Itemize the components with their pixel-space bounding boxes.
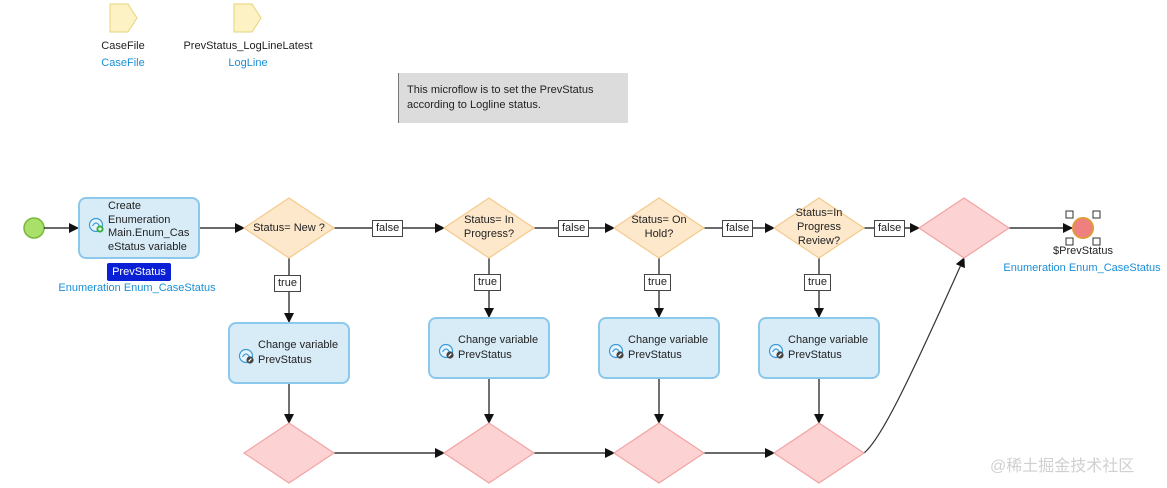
start-event[interactable] <box>23 217 45 239</box>
merge-final[interactable] <box>917 197 1011 259</box>
decision-status-in-progress-review[interactable] <box>772 197 866 259</box>
decision-status-on-hold[interactable] <box>612 197 706 259</box>
end-return-type: Enumeration Enum_CaseStatus <box>1003 262 1161 274</box>
create-line-2: Enumeration <box>108 213 171 226</box>
annotation-note[interactable]: This microflow is to set the PrevStatus … <box>398 73 628 123</box>
true-label-4[interactable]: true <box>804 274 831 291</box>
true-label-3[interactable]: true <box>644 274 671 291</box>
selection-handle-bl[interactable] <box>1065 237 1074 246</box>
casefile-parameter-type: CaseFile <box>101 57 145 69</box>
create-variable-icon <box>88 217 104 233</box>
change-variable-icon <box>768 343 784 359</box>
decision-status-new[interactable] <box>242 197 336 259</box>
change-variable-icon <box>238 348 254 364</box>
true-label-2[interactable]: true <box>474 274 501 291</box>
logline-parameter-icon[interactable] <box>233 3 262 33</box>
create-line-3: Main.Enum_Cas <box>108 227 190 239</box>
merge-3[interactable] <box>612 422 706 484</box>
true-label-1[interactable]: true <box>274 275 301 292</box>
decision-status-in-progress[interactable] <box>442 197 536 259</box>
create-line-4: eStatus variable <box>108 240 187 253</box>
output-variable-badge[interactable]: PrevStatus <box>107 263 171 281</box>
change-variable-icon <box>608 343 624 359</box>
merge-1[interactable] <box>242 422 336 484</box>
end-return-value: $PrevStatus <box>1053 245 1113 257</box>
casefile-parameter-name: CaseFile <box>101 40 145 52</box>
false-label-4[interactable]: false <box>874 220 906 237</box>
annotation-line-2: according to Logline status. <box>407 99 541 111</box>
selection-handle-tl[interactable] <box>1065 210 1074 219</box>
selection-handle-tr[interactable] <box>1092 210 1101 219</box>
casefile-parameter-icon[interactable] <box>109 3 138 33</box>
false-label-2[interactable]: false <box>558 220 590 237</box>
watermark: @稀土掘金技术社区 <box>990 458 1135 475</box>
decision-1-label: Status= New ? <box>253 222 325 234</box>
merge-2[interactable] <box>442 422 536 484</box>
logline-parameter-name: PrevStatus_LogLineLatest <box>183 40 313 52</box>
change-variable-icon <box>438 343 454 359</box>
output-variable-type: Enumeration Enum_CaseStatus <box>58 282 216 294</box>
false-label-1[interactable]: false <box>372 220 404 237</box>
annotation-line-1: This microflow is to set the PrevStatus <box>407 84 594 96</box>
create-line-1: Create <box>108 200 142 212</box>
create-variable-activity[interactable]: Create Enumeration Main.Enum_Cas eStatus… <box>78 197 200 259</box>
false-label-3[interactable]: false <box>722 220 754 237</box>
end-event[interactable] <box>1072 217 1094 239</box>
selection-handle-br[interactable] <box>1092 237 1101 246</box>
merge-4[interactable] <box>772 422 866 484</box>
flow-m4-to-final-merge[interactable] <box>863 257 965 454</box>
logline-parameter-type: LogLine <box>228 57 268 69</box>
